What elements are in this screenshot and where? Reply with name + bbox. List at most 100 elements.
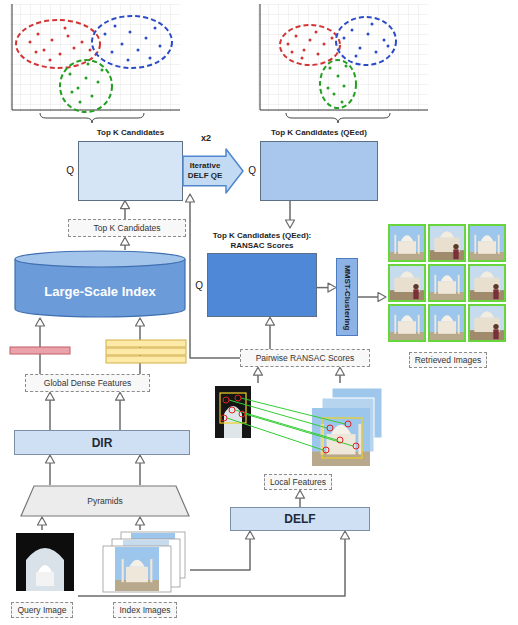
arrow-head (136, 318, 145, 326)
axis-label: Q (248, 165, 256, 176)
matrix-box (207, 253, 317, 317)
text-area: Large-Scale Index (18, 268, 182, 314)
axis-label: x2 (201, 133, 211, 143)
node-text: Iterative DELF QE (185, 161, 225, 180)
connector-arrow (190, 531, 255, 570)
connector-arrow (46, 455, 55, 485)
node-text: Query Image (11, 602, 72, 618)
connector-arrow (317, 283, 336, 292)
node-text: Top K Candidates (73, 223, 181, 233)
connector-arrow (136, 517, 145, 530)
cylinder-body (15, 259, 185, 317)
arrow-head (136, 517, 145, 525)
database-cylinder: Large-Scale Index (14, 250, 186, 318)
text-area: Iterative DELF QE (185, 156, 225, 185)
connector-line (358, 296, 379, 298)
score-matrix: Top K Candidates (78, 125, 183, 201)
cylinder-top (15, 251, 185, 267)
process-box: DELF (230, 507, 370, 531)
connector-arrow (121, 201, 130, 219)
process-trapezoid: Pyramids (20, 485, 190, 517)
connector-line (49, 462, 51, 485)
image-group: Index Images (100, 530, 190, 618)
connector-line (139, 462, 141, 485)
matrix-box (260, 141, 378, 201)
image-group: Retrieved Images (386, 222, 510, 368)
data-box: Pairwise RANSAC Scores (240, 349, 370, 367)
bracket (286, 113, 390, 123)
index-photos (103, 532, 185, 592)
arrow-head (121, 237, 130, 245)
process-box: MMST-Clustering (336, 258, 358, 336)
node-text: Index Images (113, 602, 176, 618)
connector-arrow (46, 392, 55, 430)
connector-line (124, 208, 126, 219)
arrow-head (296, 490, 305, 498)
feature-matching (215, 386, 382, 466)
query-photo (16, 533, 74, 591)
arrow-head (246, 531, 255, 539)
connector-line (289, 201, 291, 221)
score-matrix: Top K Candidates (QEed): RANSAC Scores (207, 228, 317, 317)
image-group: Query Image (6, 530, 78, 618)
arrow-head (341, 531, 350, 539)
data-box: Global Dense Features (25, 374, 150, 392)
node-text: MMST-Clustering (343, 265, 353, 330)
arrow-head (328, 283, 336, 292)
connector-arrow (136, 455, 145, 485)
node-text: DIR (92, 436, 113, 450)
image-area (213, 383, 383, 471)
arrow-head (36, 318, 45, 326)
image-area (386, 222, 510, 348)
node-text: Pairwise RANSAC Scores (245, 353, 365, 363)
image-group: Local Features (213, 383, 383, 490)
connector-arrow (78, 531, 350, 596)
arrow-head (254, 367, 263, 375)
connector-arrow (116, 392, 125, 430)
connector-line (49, 399, 51, 430)
scatter-plot (258, 4, 428, 112)
node-text: Pyramids (87, 496, 122, 506)
trapezoid-outline (21, 486, 189, 516)
connector-arrow (38, 517, 47, 530)
axis-label: Q (195, 280, 203, 291)
text-area: MMST-Clustering (337, 259, 359, 337)
matrix-box (78, 141, 183, 201)
connector-arrow (358, 293, 386, 302)
connector-line (119, 399, 121, 430)
feature-bar (10, 347, 70, 354)
connector-line (78, 538, 345, 596)
connector-arrow (36, 318, 45, 374)
data-box: Top K Candidates (68, 219, 186, 237)
node-text: Top K Candidates (QEed) (260, 128, 378, 138)
text-area: Pyramids (36, 486, 174, 516)
connector-arrow (286, 201, 295, 228)
bracket (40, 113, 144, 123)
node-text: Large-Scale Index (44, 284, 155, 299)
connector-line (190, 538, 250, 570)
arrow-head (266, 317, 275, 325)
connector-arrow (254, 367, 263, 383)
feature-bar (106, 348, 186, 355)
scatter-plot (10, 4, 180, 112)
node-text: Top K Candidates (78, 128, 183, 138)
image-area (100, 530, 190, 592)
arrow-head (38, 517, 47, 525)
image-area (6, 530, 78, 592)
arrow-head (378, 293, 386, 302)
connector-arrow (266, 317, 275, 349)
arrow-head (116, 392, 125, 400)
node-text: Retrieved Images (409, 352, 488, 368)
arrow-head (186, 194, 195, 202)
connector-arrow (336, 367, 345, 383)
arrow-head (121, 201, 130, 209)
feature-bar (106, 356, 186, 363)
connector-line (269, 324, 271, 349)
arrow-head (46, 392, 55, 400)
arrow-outline (183, 149, 243, 193)
node-text: Local Features (264, 474, 332, 490)
axis-label: Q (66, 165, 74, 176)
arrow-head (136, 455, 145, 463)
process-box: DIR (14, 430, 190, 455)
arrow-head (46, 455, 55, 463)
